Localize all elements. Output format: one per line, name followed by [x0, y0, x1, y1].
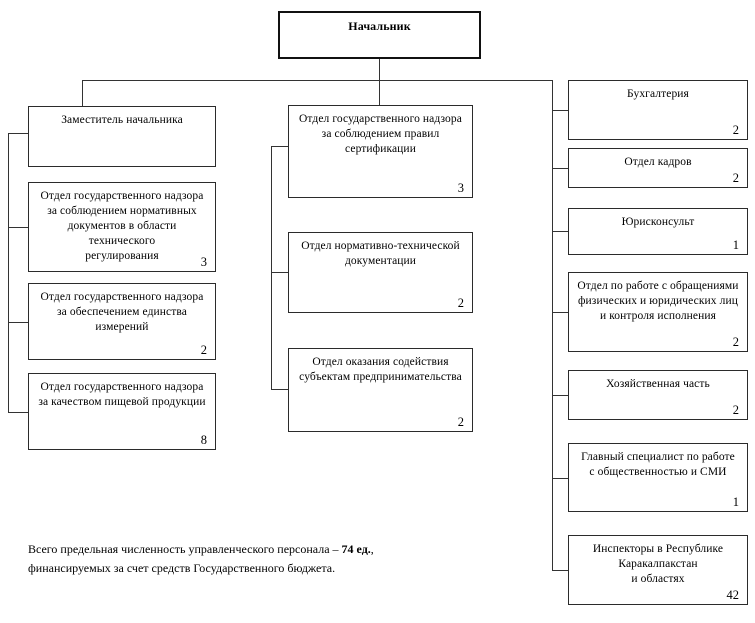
- node-business-support[interactable]: Отдел оказания содействия субъектам пред…: [288, 348, 473, 432]
- connector-main-bus: [82, 80, 553, 81]
- connector-left-branch-2: [8, 322, 29, 323]
- node-normative-technical-documentation-count: 2: [457, 296, 464, 310]
- node-deputy-chief[interactable]: Заместитель начальника: [28, 106, 216, 167]
- connector-middle-branch-1: [271, 272, 289, 273]
- connector-middle-spine: [271, 146, 272, 389]
- node-normative-technical-documentation[interactable]: Отдел нормативно-технической документаци…: [288, 232, 473, 313]
- node-regional-inspectors-label: Инспекторы в Республике Каракалпакстан и…: [592, 543, 724, 585]
- node-chief-label: Начальник: [348, 19, 411, 33]
- node-public-relations-specialist[interactable]: Главный специалист по работе с обществен…: [568, 443, 748, 512]
- node-administrative-unit-count: 2: [732, 403, 739, 417]
- node-public-relations-specialist-count: 1: [732, 495, 739, 509]
- node-administrative-unit-label: Хозяйственная часть: [606, 378, 710, 390]
- connector-left-branch-3: [8, 412, 29, 413]
- connector-right-branch-7: [552, 570, 569, 571]
- connector-bus-to-middle: [379, 80, 380, 105]
- node-citizen-appeals-label: Отдел по работе с обращениями физических…: [577, 280, 739, 322]
- node-accounting-label: Бухгалтерия: [627, 88, 689, 100]
- node-supervision-technical-regulation[interactable]: Отдел государственного надзора за соблюд…: [28, 182, 216, 272]
- node-regional-inspectors[interactable]: Инспекторы в Республике Каракалпакстан и…: [568, 535, 748, 605]
- node-business-support-label: Отдел оказания содействия субъектам пред…: [299, 356, 462, 383]
- node-administrative-unit[interactable]: Хозяйственная часть 2: [568, 370, 748, 420]
- node-citizen-appeals-count: 2: [732, 335, 739, 349]
- connector-bus-to-left: [82, 80, 83, 106]
- node-public-relations-specialist-label: Главный специалист по работе с обществен…: [581, 451, 735, 478]
- connector-right-branch-1: [552, 110, 569, 111]
- connector-left-branch-1: [8, 227, 29, 228]
- connector-root-drop: [379, 59, 380, 80]
- connector-left-spine: [8, 133, 9, 413]
- node-supervision-measurement-uniformity-count: 2: [200, 343, 207, 357]
- node-supervision-technical-regulation-label: Отдел государственного надзора за соблюд…: [40, 190, 204, 262]
- node-chief[interactable]: Начальник: [278, 11, 481, 59]
- node-supervision-technical-regulation-count: 3: [200, 255, 207, 269]
- connector-right-branch-4: [552, 312, 569, 313]
- node-supervision-food-quality-label: Отдел государственного надзора за качест…: [38, 381, 206, 408]
- node-supervision-measurement-uniformity[interactable]: Отдел государственного надзора за обеспе…: [28, 283, 216, 360]
- node-accounting[interactable]: Бухгалтерия 2: [568, 80, 748, 140]
- connector-middle-stub: [271, 146, 289, 147]
- connector-right-branch-5: [552, 395, 569, 396]
- node-hr-department-count: 2: [732, 171, 739, 185]
- node-legal-counsel-label: Юрисконсульт: [621, 216, 695, 228]
- connector-right-spine: [552, 80, 553, 570]
- node-supervision-certification-rules-label: Отдел государственного надзора за соблюд…: [299, 113, 462, 155]
- node-supervision-food-quality[interactable]: Отдел государственного надзора за качест…: [28, 373, 216, 450]
- node-supervision-measurement-uniformity-label: Отдел государственного надзора за обеспе…: [40, 291, 204, 333]
- node-accounting-count: 2: [732, 123, 739, 137]
- connector-middle-branch-2: [271, 389, 289, 390]
- node-supervision-certification-rules-count: 3: [457, 181, 464, 195]
- total-headcount-value: 74 ед.: [341, 542, 371, 556]
- node-hr-department[interactable]: Отдел кадров 2: [568, 148, 748, 188]
- node-business-support-count: 2: [457, 415, 464, 429]
- node-citizen-appeals[interactable]: Отдел по работе с обращениями физических…: [568, 272, 748, 352]
- connector-deputy-stub: [8, 133, 29, 134]
- node-supervision-certification-rules[interactable]: Отдел государственного надзора за соблюд…: [288, 105, 473, 198]
- node-regional-inspectors-count: 42: [726, 588, 740, 602]
- total-headcount-line-2: финансируемых за счет средств Государств…: [28, 561, 336, 575]
- total-headcount-note: Всего предельная численность управленчес…: [28, 540, 498, 578]
- connector-right-branch-3: [552, 231, 569, 232]
- connector-right-branch-6: [552, 478, 569, 479]
- connector-right-branch-2: [552, 168, 569, 169]
- total-headcount-line-1: Всего предельная численность управленчес…: [28, 540, 498, 559]
- node-normative-technical-documentation-label: Отдел нормативно-технической документаци…: [301, 240, 460, 267]
- node-hr-department-label: Отдел кадров: [624, 156, 692, 168]
- node-legal-counsel-count: 1: [732, 238, 739, 252]
- node-deputy-chief-label: Заместитель начальника: [61, 114, 183, 126]
- node-legal-counsel[interactable]: Юрисконсульт 1: [568, 208, 748, 255]
- node-supervision-food-quality-count: 8: [200, 433, 207, 447]
- total-headcount-suffix: ,: [370, 542, 374, 556]
- total-headcount-prefix: Всего предельная численность управленчес…: [28, 542, 342, 556]
